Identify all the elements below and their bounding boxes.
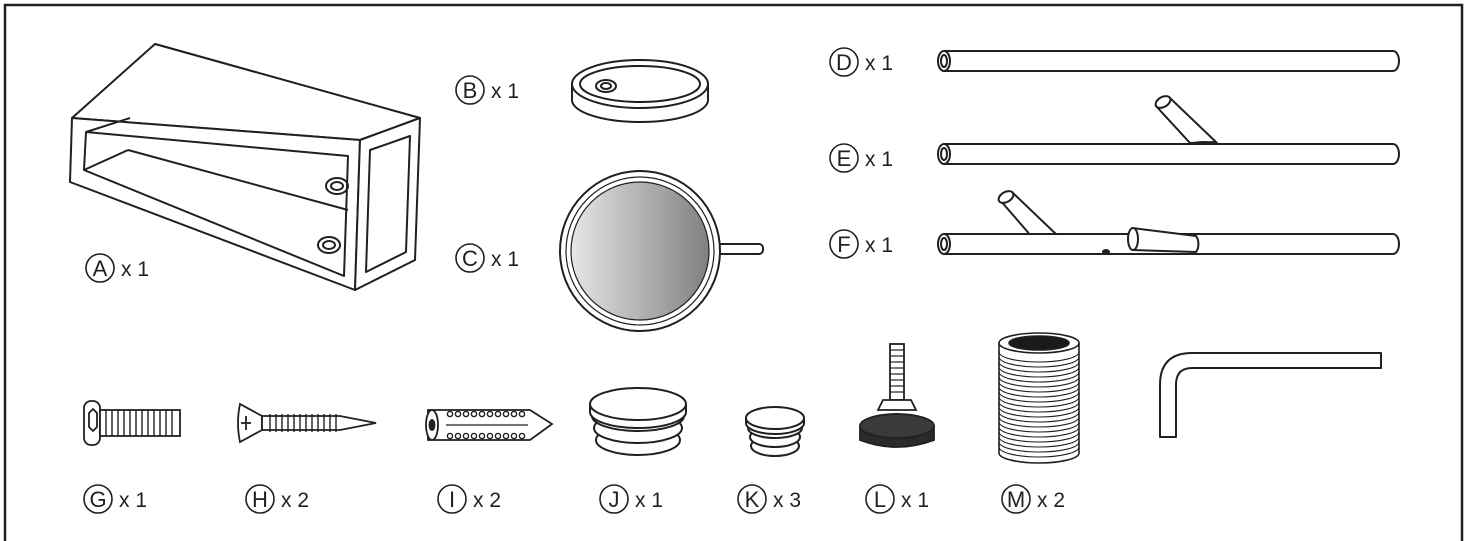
part-quantity: x 2 — [281, 489, 309, 512]
label-circle — [85, 253, 115, 283]
part-h-wood-screw-icon — [237, 402, 377, 444]
part-quantity: x 1 — [865, 234, 893, 257]
part-letter: F — [837, 232, 850, 257]
part-i-wall-anchor-icon — [425, 409, 554, 441]
label-circle — [829, 143, 859, 173]
part-quantity: x 1 — [865, 148, 893, 171]
part-quantity: x 1 — [635, 489, 663, 512]
label-circle — [829, 47, 859, 77]
label-circle — [1001, 484, 1031, 514]
part-d-tube-icon — [937, 50, 1400, 72]
label-circle — [83, 484, 113, 514]
part-quantity: x 1 — [491, 80, 519, 103]
part-letter: L — [874, 487, 886, 512]
label-circle — [455, 75, 485, 105]
label-circle — [737, 484, 767, 514]
part-quantity: x 1 — [119, 489, 147, 512]
part-quantity: x 1 — [901, 489, 929, 512]
part-letter: I — [449, 487, 455, 512]
part-quantity: x 1 — [121, 258, 149, 281]
part-letter: K — [745, 487, 760, 512]
part-a-box-icon — [69, 43, 421, 291]
part-quantity: x 1 — [865, 52, 893, 75]
parts-frame — [3, 3, 1464, 541]
part-quantity: x 2 — [1037, 489, 1065, 512]
part-quantity: x 3 — [773, 489, 801, 512]
part-letter: J — [609, 487, 620, 512]
part-k-small-cap-icon — [745, 406, 805, 457]
part-letter: A — [93, 256, 108, 281]
part-letter: G — [89, 487, 106, 512]
part-letter: D — [836, 50, 852, 75]
allen-key-icon — [1159, 352, 1382, 438]
part-m-threaded-sleeve-icon — [998, 332, 1080, 464]
part-e-tube-icon — [937, 95, 1400, 165]
part-f-tube-icon — [937, 190, 1400, 255]
part-letter: C — [462, 246, 478, 271]
part-b-base-plate-icon — [571, 59, 709, 123]
part-j-large-cap-icon — [589, 387, 687, 456]
label-circle — [245, 484, 275, 514]
part-letter: H — [252, 487, 268, 512]
label-circle — [829, 229, 859, 259]
part-letter: B — [463, 78, 478, 103]
part-quantity: x 2 — [473, 489, 501, 512]
label-circle — [599, 484, 629, 514]
label-circle — [455, 243, 485, 273]
part-c-mirror-icon — [559, 170, 764, 332]
label-circle — [865, 484, 895, 514]
part-g-hex-screw-icon — [83, 400, 181, 446]
part-letter: E — [837, 146, 852, 171]
part-letter: M — [1007, 487, 1025, 512]
part-quantity: x 1 — [491, 248, 519, 271]
label-circle — [437, 484, 467, 514]
part-l-leveling-foot-icon — [859, 343, 935, 448]
